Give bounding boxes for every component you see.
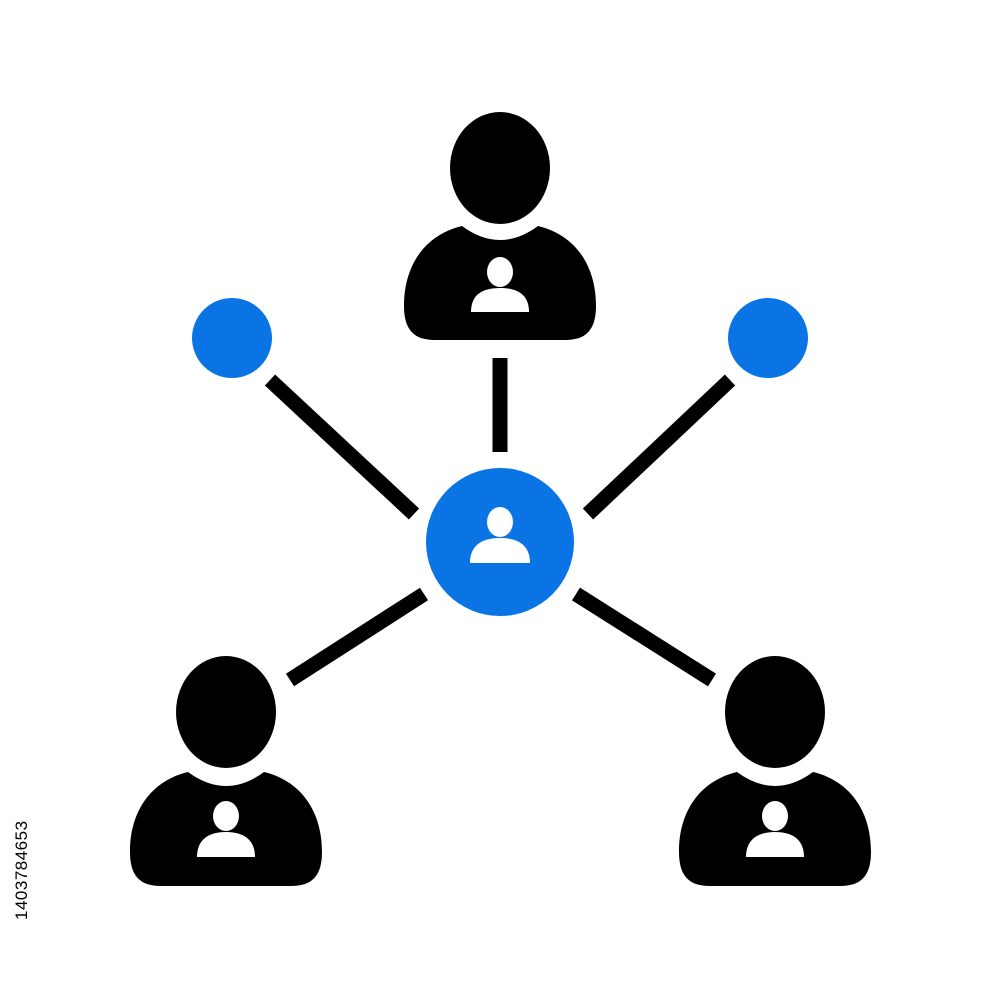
bottom-right-person-icon [679,656,871,886]
connector-left-node [264,374,420,520]
top-person-icon [404,112,596,340]
right-node-dot-icon [728,298,808,378]
bottom-left-person-icon [130,656,322,886]
connector-right-node [582,374,736,520]
connector-lines [264,358,736,687]
center-user-circle-icon [426,468,574,616]
connector-bottom-right [571,587,717,687]
stock-id-label: 1403784653 [12,820,31,920]
left-node-dot-icon [192,298,272,378]
connector-bottom-left [285,587,429,687]
